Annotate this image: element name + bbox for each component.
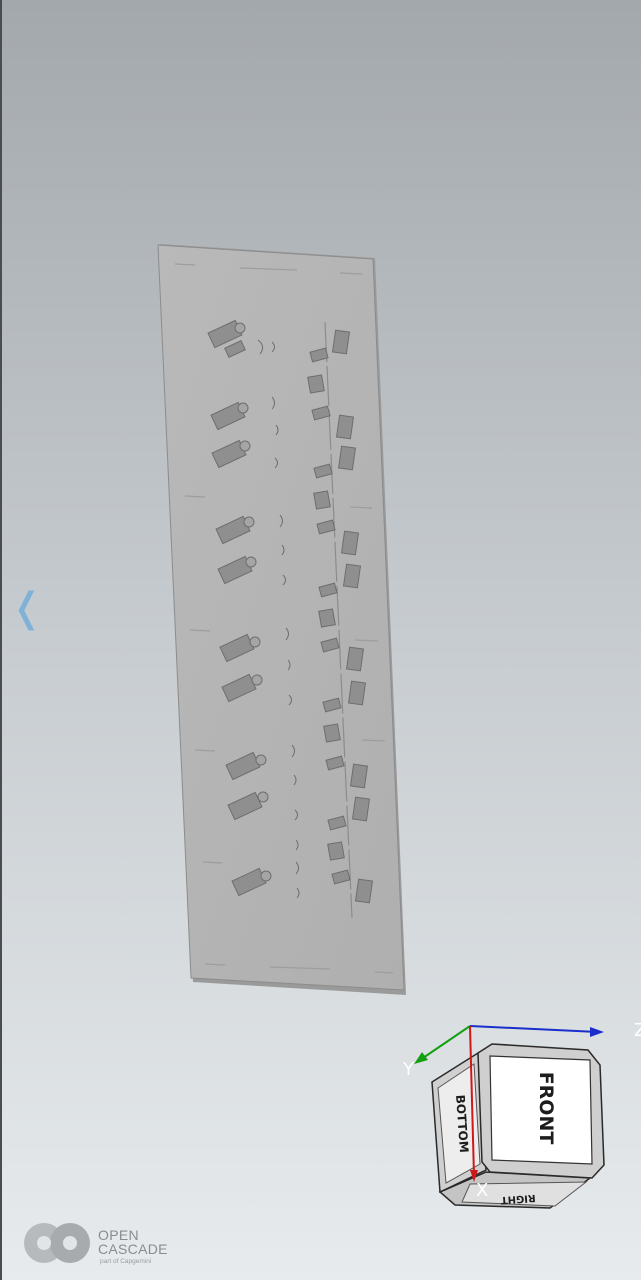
- cube-label-front: FRONT: [535, 1072, 557, 1145]
- open-cascade-logo: OPEN CASCADE part of Capgemini: [22, 1218, 182, 1268]
- logo-subtitle: part of Capgemini: [100, 1258, 152, 1265]
- cube-label-right: RIGHT: [500, 1192, 536, 1205]
- component-row-6: [231, 861, 374, 904]
- view-cube[interactable]: FRONT BOTTOM RIGHT Y X Z: [395, 1010, 641, 1225]
- y-axis-line: [419, 1025, 471, 1061]
- component-row-5: [225, 723, 371, 861]
- logo-mark-icon: [24, 1223, 90, 1263]
- axis-label-x: X: [476, 1180, 488, 1201]
- x-axis-line: [469, 1025, 475, 1177]
- component-row-3: [215, 490, 362, 598]
- axis-label-y: Y: [402, 1059, 415, 1080]
- panel-edge: [0, 0, 2, 1280]
- x-axis-arrow: [470, 1170, 478, 1182]
- plate-markings: [174, 263, 394, 974]
- component-row-2: [210, 374, 357, 479]
- z-axis-arrow: [590, 1027, 604, 1037]
- z-axis-line: [469, 1025, 599, 1033]
- plate-face: [157, 244, 405, 991]
- component-row-1: [207, 319, 351, 363]
- pcb-model[interactable]: [0, 0, 641, 1000]
- y-axis-arrow: [414, 1052, 428, 1064]
- component-row-4: [219, 608, 367, 713]
- logo-name: OPEN CASCADE: [98, 1227, 168, 1257]
- cube-label-bottom: BOTTOM: [453, 1094, 471, 1153]
- axis-label-z: Z: [634, 1020, 641, 1041]
